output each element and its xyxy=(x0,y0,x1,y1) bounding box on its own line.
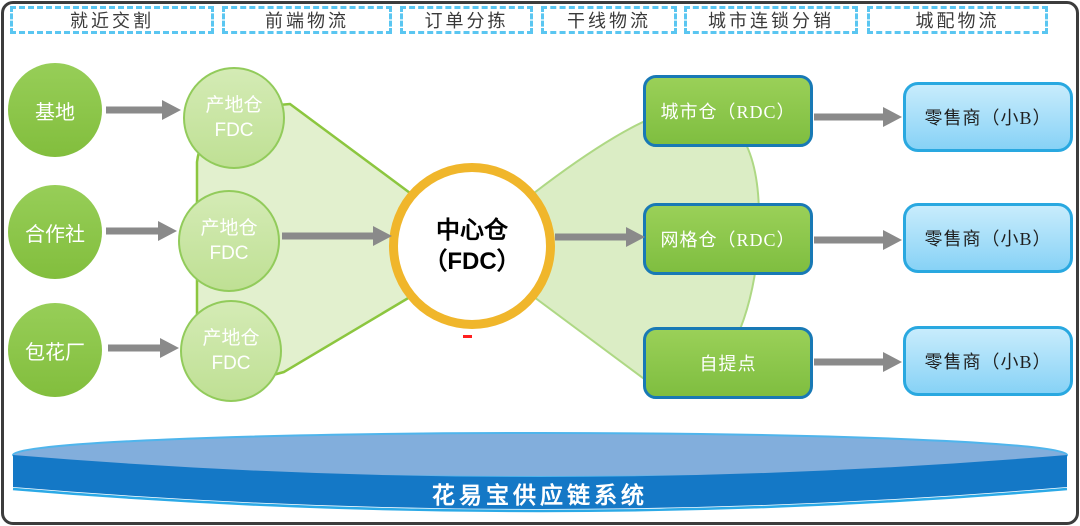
retailer-label: 零售商（小B） xyxy=(924,229,1052,249)
dist-label: 城市仓（RDC） xyxy=(660,102,796,122)
dist-box-pickup-point: 自提点 xyxy=(643,327,813,399)
fdc-name: 产地仓 xyxy=(202,328,260,349)
stage-box-city-chain-distribution: 城市连锁分销 xyxy=(684,6,858,34)
platform-cylinder-bottom-rim xyxy=(12,487,1068,513)
origin-warehouse-circle-2: 产地仓 FDC xyxy=(178,190,280,292)
stage-label: 城配物流 xyxy=(915,11,1000,31)
stage-label: 前端物流 xyxy=(265,11,349,31)
stage-label: 订单分拣 xyxy=(424,11,509,31)
dist-label: 自提点 xyxy=(699,354,757,374)
dist-box-grid-warehouse-rdc: 网格仓（RDC） xyxy=(643,203,813,275)
origin-warehouse-circle-1: 产地仓 FDC xyxy=(183,67,285,169)
retailer-label: 零售商（小B） xyxy=(924,108,1052,128)
central-warehouse-name: 中心仓 xyxy=(436,217,508,244)
red-tick-mark xyxy=(463,335,472,338)
retailer-box-2: 零售商（小B） xyxy=(903,203,1073,273)
retailer-box-1: 零售商（小B） xyxy=(903,82,1073,152)
source-label: 基地 xyxy=(35,101,75,124)
fdc-name: 产地仓 xyxy=(205,95,263,116)
source-circle-flower-factory: 包花厂 xyxy=(8,303,102,397)
platform-title: 花易宝供应链系统 xyxy=(432,482,648,508)
stage-box-city-distribution: 城配物流 xyxy=(867,6,1048,34)
stage-box-trunk-logistics: 干线物流 xyxy=(541,6,677,34)
dist-label: 网格仓（RDC） xyxy=(660,230,796,250)
retailer-label: 零售商（小B） xyxy=(924,352,1052,372)
fdc-code: FDC xyxy=(214,120,254,141)
stage-box-order-sorting: 订单分拣 xyxy=(400,6,533,34)
stage-label: 城市连锁分销 xyxy=(708,11,834,31)
source-circle-base: 基地 xyxy=(8,63,102,157)
dist-box-city-warehouse-rdc: 城市仓（RDC） xyxy=(643,75,813,147)
platform-cylinder-front xyxy=(13,455,1067,509)
stage-label: 干线物流 xyxy=(567,11,651,31)
central-warehouse-code: （FDC） xyxy=(423,248,521,275)
source-circle-cooperative: 合作社 xyxy=(8,185,102,279)
central-warehouse-circle: 中心仓 （FDC） xyxy=(389,163,555,329)
stage-label: 就近交割 xyxy=(70,11,154,31)
retailer-box-3: 零售商（小B） xyxy=(903,326,1073,396)
stage-box-nearby-delivery: 就近交割 xyxy=(10,6,214,34)
source-label: 合作社 xyxy=(25,223,85,246)
origin-warehouse-circle-3: 产地仓 FDC xyxy=(180,300,282,402)
fdc-code: FDC xyxy=(209,243,249,264)
fdc-name: 产地仓 xyxy=(200,218,258,239)
source-label: 包花厂 xyxy=(25,341,85,364)
stage-box-front-logistics: 前端物流 xyxy=(222,6,392,34)
fdc-code: FDC xyxy=(211,353,251,374)
